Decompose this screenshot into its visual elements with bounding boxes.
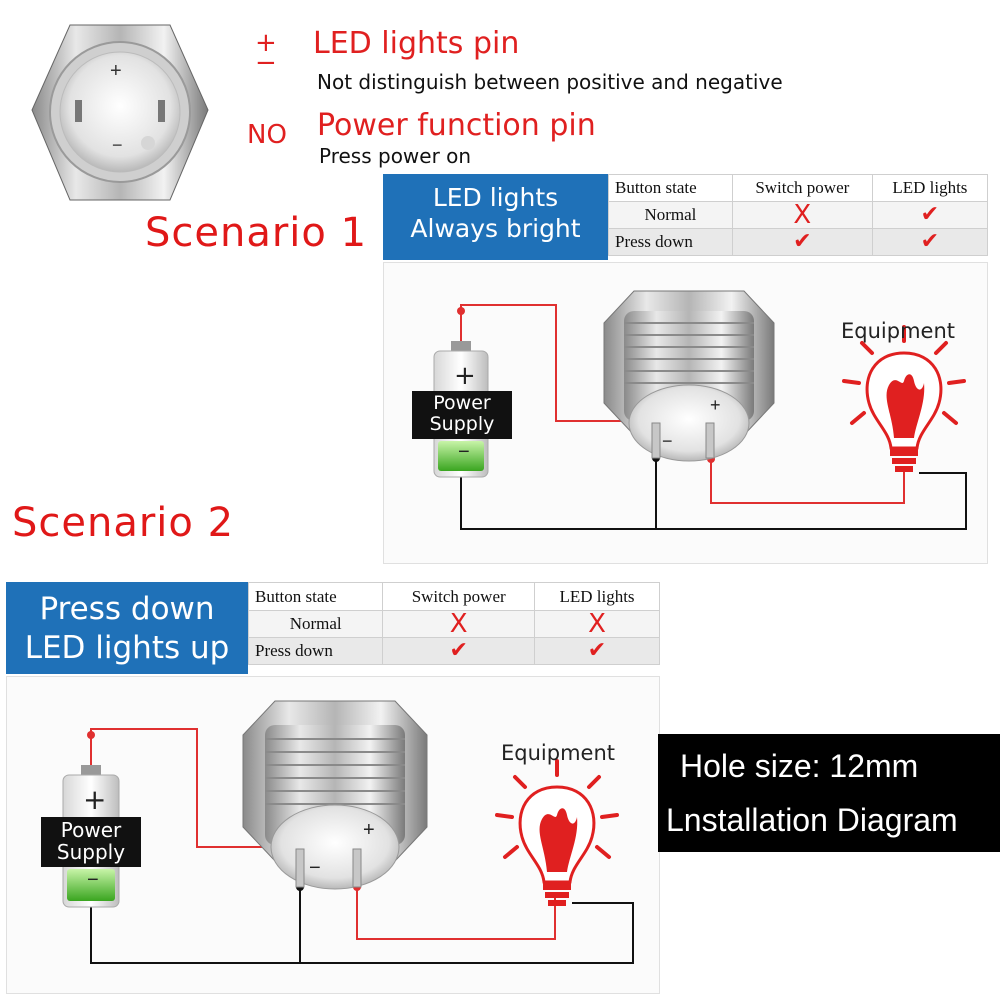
installation-info-box: Hole size: 12mm Lnstallation Diagram [658, 734, 1000, 852]
check-mark-icon: ✔ [587, 638, 607, 663]
legend: + − LED lights pin Not distinguish betwe… [245, 20, 845, 170]
power-label-line1: Power [433, 392, 491, 414]
switch-minus-sign: − [309, 857, 321, 879]
scenario-1-mode-line2: Always bright [410, 214, 581, 244]
power-label-line2: Supply [429, 413, 495, 435]
scenario-1-wiring-panel: + − Power Supply + − Equipment [383, 262, 988, 564]
table-row: Normal X ✔ [608, 200, 989, 230]
header-led-lights: LED lights [871, 174, 989, 202]
row-state: Press down [247, 637, 384, 665]
check-mark-icon: ✔ [793, 229, 812, 254]
scenario-2-wiring-panel: + − Power Supply + − Equipment [6, 676, 660, 994]
x-mark-icon: X [793, 200, 812, 230]
button-photo: + − [30, 15, 210, 210]
table-row: Normal X X [247, 609, 660, 639]
scenario-2-table: Button state Switch power LED lights Nor… [247, 582, 660, 665]
scenario-2-mode-line2: LED lights up [24, 629, 230, 666]
power-label-line1: Power [60, 818, 122, 842]
equipment-label: Equipment [501, 741, 615, 765]
led-pin-title: LED lights pin [313, 26, 520, 61]
switch-minus-sign: − [662, 431, 673, 451]
led-pin-description: Not distinguish between positive and neg… [317, 70, 783, 94]
header-led-lights: LED lights [534, 582, 660, 611]
led-plus-symbol: + [255, 28, 277, 58]
table-row: Press down ✔ ✔ [247, 637, 660, 665]
installation-diagram-label: Lnstallation Diagram [666, 802, 958, 838]
power-pin-title: Power function pin [317, 108, 596, 143]
scenario-1-table: Button state Switch power LED lights Nor… [608, 174, 989, 256]
battery-minus-sign: − [87, 869, 99, 891]
button-photo-plus: + [110, 60, 122, 82]
power-pin-description: Press power on [319, 144, 472, 168]
battery-plus-sign: + [454, 361, 476, 391]
power-label-line2: Supply [56, 840, 126, 864]
switch-plus-sign: + [710, 395, 721, 415]
power-supply-label: Power Supply [41, 819, 141, 863]
no-symbol: NO [247, 120, 287, 150]
battery-minus-sign: − [458, 441, 470, 463]
row-state: Press down [608, 228, 733, 256]
row-state: Normal [247, 610, 384, 638]
check-mark-icon: ✔ [920, 202, 940, 227]
hole-size-label: Hole size: 12mm [680, 748, 919, 784]
table-row: Press down ✔ ✔ [608, 228, 989, 256]
check-mark-icon: ✔ [449, 638, 468, 663]
switch-plus-sign: + [363, 819, 375, 841]
scenario-1-mode-line1: LED lights [432, 183, 559, 212]
scenario-1-mode-box: LED lights Always bright [383, 174, 608, 260]
led-minus-symbol: − [255, 48, 277, 78]
equipment-label: Equipment [841, 319, 955, 343]
check-mark-icon: ✔ [920, 229, 940, 254]
header-button-state: Button state [247, 582, 384, 611]
header-switch-power: Switch power [731, 174, 873, 202]
x-mark-icon: X [449, 609, 468, 639]
scenario-2-mode-box: Press down LED lights up [6, 582, 248, 674]
button-photo-minus: − [112, 135, 123, 155]
scenario-1-title: Scenario 1 [145, 210, 368, 256]
header-button-state: Button state [608, 174, 733, 202]
header-switch-power: Switch power [382, 582, 536, 611]
scenario-2-mode-line1: Press down [39, 591, 215, 627]
row-state: Normal [608, 201, 733, 229]
x-mark-icon: X [588, 609, 606, 639]
power-supply-label: Power Supply [412, 393, 512, 435]
scenario-2-title: Scenario 2 [12, 500, 235, 546]
battery-plus-sign: + [83, 783, 107, 816]
